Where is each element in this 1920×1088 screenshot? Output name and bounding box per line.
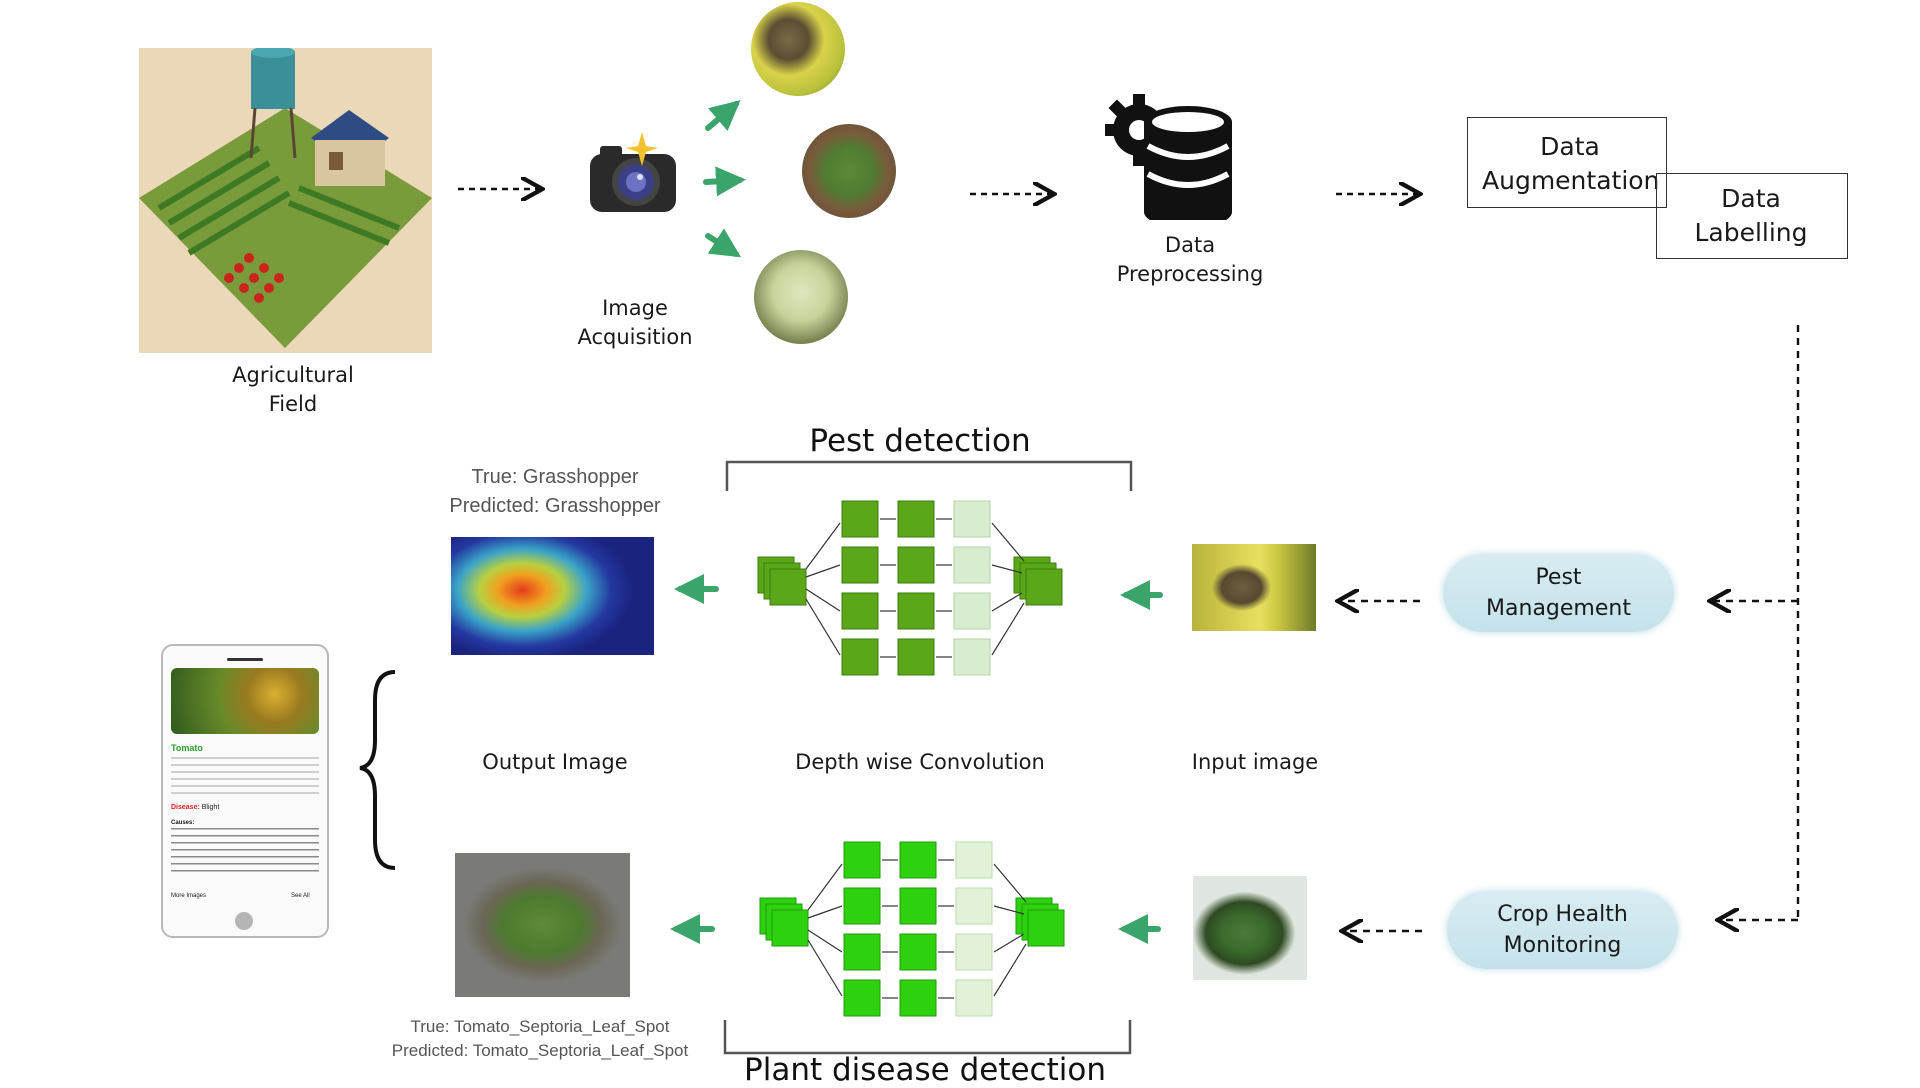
image-acquisition-label: Image Acquisition <box>577 296 693 349</box>
data-preprocessing-label: Data Preprocessing <box>1116 233 1264 286</box>
leaf-sample-circle <box>802 124 896 218</box>
agricultural-field-label: Agricultural Field <box>232 363 354 416</box>
phone-heading: Tomato <box>171 743 203 753</box>
pest-input-image <box>1192 544 1316 631</box>
agricultural-field-image <box>139 48 432 353</box>
phone-home-button[interactable] <box>235 912 253 930</box>
phone-leaf-photo <box>171 668 319 734</box>
phone-causes-lines <box>171 828 319 876</box>
data-augmentation-label: Data Augmentation <box>1482 130 1659 198</box>
disease-depthwise-network <box>759 841 1065 1017</box>
disease-caption-true: True: Tomato_Septoria_Leaf_Spot <box>410 1017 670 1036</box>
phone-mockup: Tomato Disease: Blight Causes: More Imag… <box>161 644 329 938</box>
phone-more-images[interactable]: More Images <box>171 893 207 899</box>
depthwise-convolution-label: Depth wise Convolution <box>795 750 1045 774</box>
input-image-label: Input image <box>1191 750 1319 774</box>
phone-speaker <box>227 658 263 661</box>
phone-disease-label: Disease: <box>171 804 200 811</box>
pest-management-node: Pest Management <box>1443 554 1674 632</box>
phone-disease-line: Disease: Blight <box>171 804 219 811</box>
phone-causes-label: Causes: <box>171 820 195 826</box>
phone-description-lines <box>171 757 319 795</box>
aphid-sample-circle <box>754 250 848 344</box>
disease-output-leaf-image <box>455 853 630 997</box>
curly-brace <box>359 670 396 870</box>
data-labelling-box <box>1656 173 1848 259</box>
disease-caption-predicted: Predicted: Tomato_Septoria_Leaf_Spot <box>391 1041 689 1060</box>
pest-detection-title: Pest detection <box>809 423 1031 459</box>
plant-disease-detection-title: Plant disease detection <box>744 1052 1106 1088</box>
data-augmentation-box <box>1467 117 1667 208</box>
database-gear-icon <box>1105 94 1235 228</box>
output-image-label: Output Image <box>482 750 628 774</box>
pest-caption-true: True: Grasshopper <box>471 466 639 488</box>
camera-icon <box>588 132 678 214</box>
phone-see-all-link[interactable]: See All <box>291 893 310 899</box>
crop-health-monitoring-node: Crop Health Monitoring <box>1447 891 1678 969</box>
disease-input-image <box>1193 876 1307 980</box>
pest-heatmap-output-image <box>451 537 654 655</box>
pest-caption-predicted: Predicted: Grasshopper <box>449 495 661 517</box>
pest-depthwise-network <box>757 500 1063 676</box>
data-labelling-label: Data Labelling <box>1671 182 1831 250</box>
pest-sample-circle <box>751 2 845 96</box>
phone-disease-value: Blight <box>201 804 220 811</box>
